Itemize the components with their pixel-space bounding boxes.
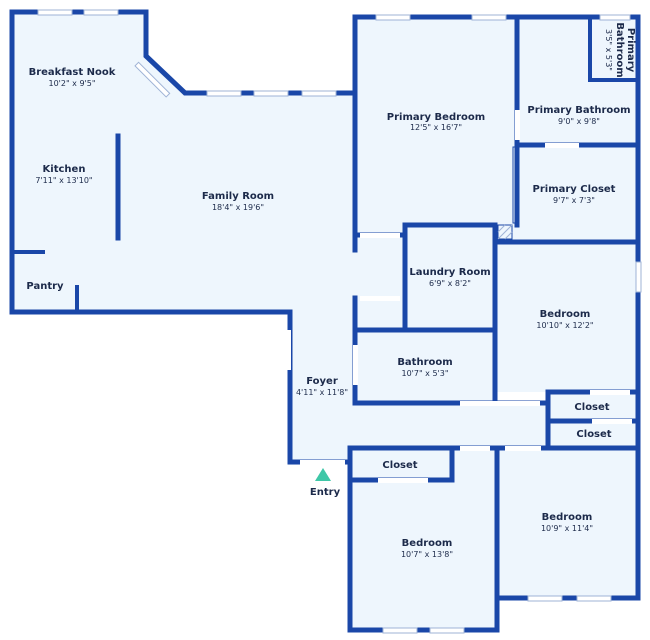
room-name-closet-1: Closet: [574, 402, 609, 413]
room-name-primary-bathroom-small-line1: Primary: [625, 28, 636, 73]
room-dims-primary-closet: 9'7" x 7'3": [553, 196, 595, 205]
room-dims-bedroom-southeast: 10'9" x 11'4": [541, 524, 593, 533]
room-name-bathroom: Bathroom: [397, 357, 452, 368]
room-name-bedroom-east: Bedroom: [540, 309, 591, 320]
room-name-bedroom-south: Bedroom: [402, 538, 453, 549]
room-label-primary-bathroom-small: Primary Bathroom 3'5" x 5'3": [604, 22, 636, 77]
room-name-primary-closet: Primary Closet: [533, 184, 616, 195]
room-name-closet-2: Closet: [576, 429, 611, 440]
room-name-laundry-room: Laundry Room: [409, 267, 490, 278]
room-dims-laundry-room: 6'9" x 8'2": [429, 279, 471, 288]
room-name-primary-bathroom: Primary Bathroom: [527, 105, 630, 116]
room-dims-primary-bathroom: 9'0" x 9'8": [558, 117, 600, 126]
entry-marker-icon: [315, 468, 331, 481]
room-dims-primary-bathroom-small: 3'5" x 5'3": [604, 29, 613, 71]
labels: Breakfast Nook 10'2" x 9'5" Kitchen 7'11…: [26, 22, 636, 559]
room-name-closet-3: Closet: [382, 460, 417, 471]
room-name-foyer: Foyer: [306, 376, 338, 387]
entry-label: Entry: [310, 487, 341, 498]
room-dims-breakfast-nook: 10'2" x 9'5": [48, 79, 95, 88]
room-name-family-room: Family Room: [202, 191, 274, 202]
room-name-breakfast-nook: Breakfast Nook: [29, 67, 116, 78]
stairs-hatch: [497, 146, 518, 240]
room-name-primary-bathroom-small-line2: Bathroom: [614, 22, 625, 77]
room-dims-family-room: 18'4" x 19'6": [212, 203, 264, 212]
room-dims-primary-bedroom: 12'5" x 16'7": [410, 123, 462, 132]
windows: [37, 9, 642, 634]
room-dims-bedroom-south: 10'7" x 13'8": [401, 550, 453, 559]
room-dims-kitchen: 7'11" x 13'10": [35, 176, 92, 185]
room-name-kitchen: Kitchen: [43, 164, 86, 175]
room-name-primary-bedroom: Primary Bedroom: [387, 112, 485, 123]
room-dims-bedroom-east: 10'10" x 12'2": [536, 321, 593, 330]
room-dims-bathroom: 10'7" x 5'3": [401, 369, 448, 378]
room-dims-foyer: 4'11" x 11'8": [296, 388, 348, 397]
room-name-bedroom-southeast: Bedroom: [542, 512, 593, 523]
room-name-pantry: Pantry: [26, 281, 64, 292]
